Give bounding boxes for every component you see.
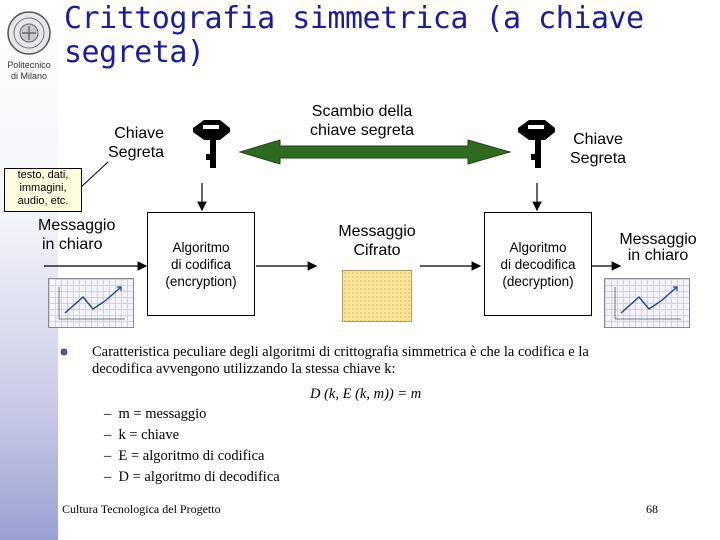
footer-course-title: Cultura Tecnologica del Progetto (62, 502, 221, 516)
key-right-label-line2: Segreta (570, 150, 627, 167)
list-item: – m = messaggio (104, 406, 280, 423)
data-types-callout: testo, dati, immagini, audio, etc. (4, 168, 82, 212)
callout-connector (79, 161, 109, 189)
ciphertext-label: Messaggio Cifrato (330, 222, 424, 260)
title-line1: Crittografia simmetrica (a chiave (64, 1, 644, 36)
list-item-text: E = algoritmo di codifica (118, 448, 265, 464)
logo-text-line2: di Milano (10, 71, 48, 81)
plain-out-line1: Messaggio (619, 231, 697, 248)
exchange-label-line1: Scambio della (311, 103, 413, 120)
decryption-algorithm-box: Algoritmo di decodifica (decryption) (484, 212, 592, 316)
plain-in-line1: Messaggio (38, 217, 116, 234)
chart-thumbnail-icon (58, 286, 125, 320)
key-right-icon (518, 120, 555, 168)
logo-text-line1: Politecnico (7, 60, 51, 70)
key-left-label: Chiave Segreta (108, 124, 164, 162)
ciphertext-document (342, 270, 412, 322)
definition-list: – m = messaggio – k = chiave – E = algor… (104, 406, 280, 486)
list-item-text: D = algoritmo di decodifica (118, 469, 280, 485)
page-number: 68 (646, 502, 658, 516)
formula: D (k, E (k, m)) = m (310, 386, 422, 402)
plain-in-line2: in chiaro (42, 236, 103, 253)
callout-line1: testo, dati, (17, 169, 69, 181)
key-left-icon (193, 120, 230, 168)
encrypt-line1: Algoritmo (172, 239, 230, 255)
decrypt-line2: di decodifica (500, 256, 576, 272)
plaintext-output-label: Messaggio in chiaro (608, 232, 708, 264)
sidebar-gradient: Politecnico di Milano (0, 0, 58, 540)
plain-out-line2: in chiaro (627, 247, 689, 264)
key-right-label: Chiave Segreta (570, 130, 626, 168)
exchange-label-line2: chiave segreta (310, 122, 415, 139)
key-left-label-line2: Segreta (108, 144, 165, 161)
list-dash: – (104, 406, 112, 422)
list-item: – D = algoritmo di decodifica (104, 469, 280, 486)
decrypt-line1: Algoritmo (509, 239, 567, 255)
cipher-line1: Messaggio (338, 223, 416, 240)
list-item: – E = algoritmo di codifica (104, 448, 280, 465)
chart-thumbnail-icon (614, 286, 681, 320)
exchange-label: Scambio della chiave segreta (310, 102, 414, 140)
encrypt-line3: (encryption) (165, 273, 237, 289)
plaintext-input-document (48, 278, 134, 328)
list-item-text: k = chiave (118, 427, 180, 443)
callout-line2: immagini, (19, 182, 67, 194)
key-exchange-arrow (238, 139, 512, 165)
list-item-text: m = messaggio (118, 406, 207, 422)
list-dash: – (104, 427, 112, 443)
bullet-icon (60, 348, 68, 356)
callout-line3: audio, etc. (17, 195, 69, 207)
cipher-line2: Cifrato (353, 242, 401, 259)
politecnico-seal-icon (7, 11, 51, 55)
list-dash: – (104, 448, 112, 464)
bullet-line2: decodifica avvengono utilizzando la stes… (92, 361, 396, 377)
plaintext-input-label: Messaggio in chiaro (38, 216, 115, 254)
plaintext-output-document (604, 278, 690, 328)
title-line2: segreta) (64, 35, 205, 70)
bullet-paragraph: Caratteristica peculiare degli algoritmi… (92, 344, 712, 378)
decrypt-line3: (decryption) (502, 273, 574, 289)
list-item: – k = chiave (104, 427, 280, 444)
key-left-label-line1: Chiave (114, 125, 165, 142)
list-dash: – (104, 469, 112, 485)
encryption-algorithm-box: Algoritmo di codifica (encryption) (147, 212, 255, 316)
bullet-line1: Caratteristica peculiare degli algoritmi… (92, 344, 589, 360)
encrypt-line2: di codifica (170, 256, 232, 272)
page-title: Crittografia simmetrica (a chiave segret… (64, 2, 704, 70)
key-right-label-line1: Chiave (573, 131, 623, 148)
